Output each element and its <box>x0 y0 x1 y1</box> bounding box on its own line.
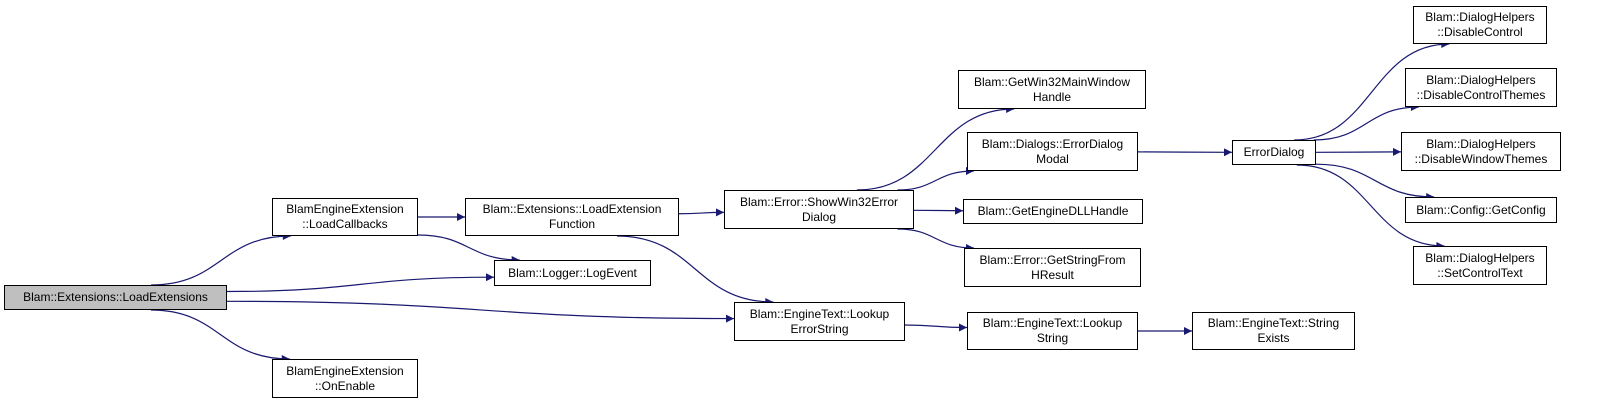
node-label: ::SetControlText <box>1437 265 1523 280</box>
node-load-extensions: Blam::Extensions::LoadExtensions <box>4 285 227 310</box>
node-label: Blam::EngineText::Lookup <box>749 306 890 321</box>
call-edge-n6-n9 <box>897 167 974 191</box>
node-label: ::DisableControlThemes <box>1416 87 1546 102</box>
node-label: Blam::Config::GetConfig <box>1416 202 1546 217</box>
node-label: Exists <box>1257 331 1290 345</box>
node-disable-window-themes[interactable]: Blam::DialogHelpers ::DisableWindowTheme… <box>1401 132 1561 171</box>
call-edge-n0-n2 <box>226 273 495 293</box>
node-disable-control[interactable]: Blam::DialogHelpers ::DisableControl <box>1413 6 1547 44</box>
node-label: Dialog <box>801 209 837 224</box>
node-label: Blam::Error::ShowWin32Error <box>739 194 899 209</box>
node-log-event[interactable]: Blam::Logger::LogEvent <box>494 260 651 286</box>
call-edge-n0-n4 <box>150 309 290 363</box>
node-error-dialog-modal[interactable]: Blam::Dialogs::ErrorDialog Modal <box>967 132 1138 171</box>
node-get-win32-main-window-handle[interactable]: Blam::GetWin32MainWindow Handle <box>958 70 1146 109</box>
node-disable-control-themes[interactable]: Blam::DialogHelpers ::DisableControlThem… <box>1405 68 1557 107</box>
node-label: Blam::GetWin32MainWindow <box>973 74 1131 89</box>
node-load-extension-function[interactable]: Blam::Extensions::LoadExtension Function <box>465 198 679 236</box>
node-label: HResult <box>1031 267 1074 282</box>
call-edge-n5-n3 <box>616 235 774 306</box>
call-edge-n13-n14 <box>1294 40 1450 141</box>
node-error-dialog[interactable]: ErrorDialog <box>1232 140 1316 165</box>
node-label: Blam::EngineText::Lookup <box>982 316 1123 330</box>
node-get-config[interactable]: Blam::Config::GetConfig <box>1405 197 1557 223</box>
node-label: Blam::Dialogs::ErrorDialog <box>981 136 1124 151</box>
node-get-engine-dll-handle[interactable]: Blam::GetEngineDLLHandle <box>963 199 1143 224</box>
node-label: Blam::DialogHelpers <box>1425 250 1535 265</box>
node-on-enable[interactable]: BlamEngineExtension ::OnEnable <box>272 359 418 398</box>
node-label: Blam::DialogHelpers <box>1426 72 1536 87</box>
node-get-string-from-hresult[interactable]: Blam::Error::GetStringFrom HResult <box>964 248 1141 287</box>
node-set-control-text[interactable]: Blam::DialogHelpers ::SetControlText <box>1413 246 1547 285</box>
node-label: ::LoadCallbacks <box>302 217 388 231</box>
node-label: Blam::Extensions::LoadExtensions <box>23 290 208 304</box>
call-edge-n3-n7 <box>904 323 968 332</box>
node-string-exists[interactable]: Blam::EngineText::String Exists <box>1192 312 1355 350</box>
node-label: Modal <box>1036 151 1069 166</box>
node-label: Blam::Error::GetStringFrom <box>979 252 1126 267</box>
call-edge-n13-n15 <box>1313 103 1419 141</box>
node-label: String <box>1036 331 1069 345</box>
node-lookup-error-string[interactable]: Blam::EngineText::Lookup ErrorString <box>734 302 905 341</box>
node-label: Blam::Logger::LogEvent <box>508 265 637 280</box>
node-label: Handle <box>1032 89 1072 104</box>
node-label: Blam::GetEngineDLLHandle <box>977 204 1129 218</box>
node-label: Blam::DialogHelpers <box>1426 136 1536 151</box>
call-edge-n0-n3 <box>226 300 735 323</box>
node-label: BlamEngineExtension <box>286 202 404 216</box>
node-label: ::OnEnable <box>314 378 376 393</box>
node-label: ::DisableWindowThemes <box>1414 151 1548 166</box>
node-label: Blam::Extensions::LoadExtension <box>482 202 662 216</box>
node-label: ::DisableControl <box>1437 25 1523 39</box>
node-label: ErrorDialog <box>1243 145 1305 159</box>
node-label: BlamEngineExtension <box>286 363 404 378</box>
node-label: ErrorString <box>790 321 849 336</box>
node-load-callbacks[interactable]: BlamEngineExtension ::LoadCallbacks <box>272 198 418 236</box>
node-label: Blam::EngineText::String <box>1207 316 1340 330</box>
call-edge-n1-n2 <box>417 234 520 264</box>
call-edge-n0-n1 <box>151 232 291 286</box>
call-edge-n6-n11 <box>897 228 974 252</box>
call-edge-n6-n8 <box>856 105 1015 191</box>
call-edge-n13-n17 <box>1315 163 1435 201</box>
node-lookup-string[interactable]: Blam::EngineText::Lookup String <box>967 312 1138 350</box>
node-label: Blam::DialogHelpers <box>1425 10 1535 24</box>
node-label: Function <box>548 217 596 231</box>
call-edge-n13-n18 <box>1296 164 1445 250</box>
call-edge-n5-n6 <box>678 208 725 217</box>
node-show-win32-error-dialog[interactable]: Blam::Error::ShowWin32Error Dialog <box>724 190 914 229</box>
